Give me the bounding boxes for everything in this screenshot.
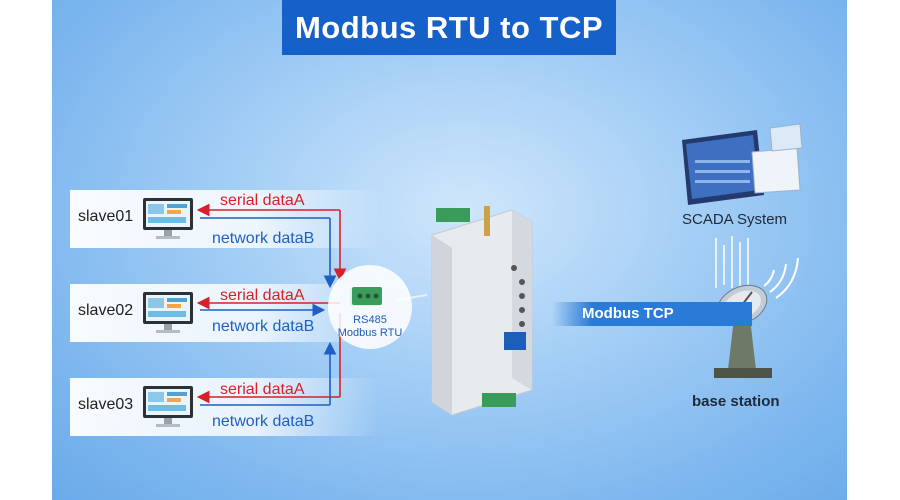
scada-system-icon xyxy=(682,123,803,205)
rs485-bubble xyxy=(328,265,412,349)
gateway-device-icon xyxy=(396,206,533,416)
scada-label: SCADA System xyxy=(682,211,788,228)
serial-label-3: serial dataA xyxy=(220,381,305,398)
monitor-icon xyxy=(143,386,193,427)
network-lines xyxy=(200,217,337,406)
page-title: Modbus RTU to TCP xyxy=(294,9,604,45)
serial-label-1: serial dataA xyxy=(220,192,305,209)
title-banner: Modbus RTU to TCP xyxy=(282,0,616,55)
data-stream xyxy=(715,236,749,288)
slave-label-1: slave01 xyxy=(78,208,134,225)
monitor-icon xyxy=(143,292,193,333)
rs485-terminal-icon xyxy=(352,287,382,305)
diagram-canvas: Modbus RTU to TCP slave01 slave02 slave0… xyxy=(52,0,847,500)
slave-row-1: slave01 xyxy=(70,190,380,248)
data-flow-arrows xyxy=(196,123,803,416)
rs485-label: RS485 xyxy=(353,314,387,326)
network-label-3: network dataB xyxy=(212,413,315,430)
modbus-tcp-label: Modbus TCP xyxy=(582,305,674,322)
slave-label-3: slave03 xyxy=(78,396,134,413)
base-station-label: base station xyxy=(692,393,780,410)
slave-label-2: slave02 xyxy=(78,302,134,319)
slave-row-2: slave02 xyxy=(70,284,380,342)
monitor-icon xyxy=(143,198,193,239)
network-label-1: network dataB xyxy=(212,230,315,247)
slave-row-3: slave03 xyxy=(70,378,380,436)
network-label-2: network dataB xyxy=(212,318,315,335)
modbus-rtu-label: Modbus RTU xyxy=(337,327,403,339)
serial-label-2: serial dataA xyxy=(220,287,305,304)
modbus-tcp-link xyxy=(552,302,752,326)
